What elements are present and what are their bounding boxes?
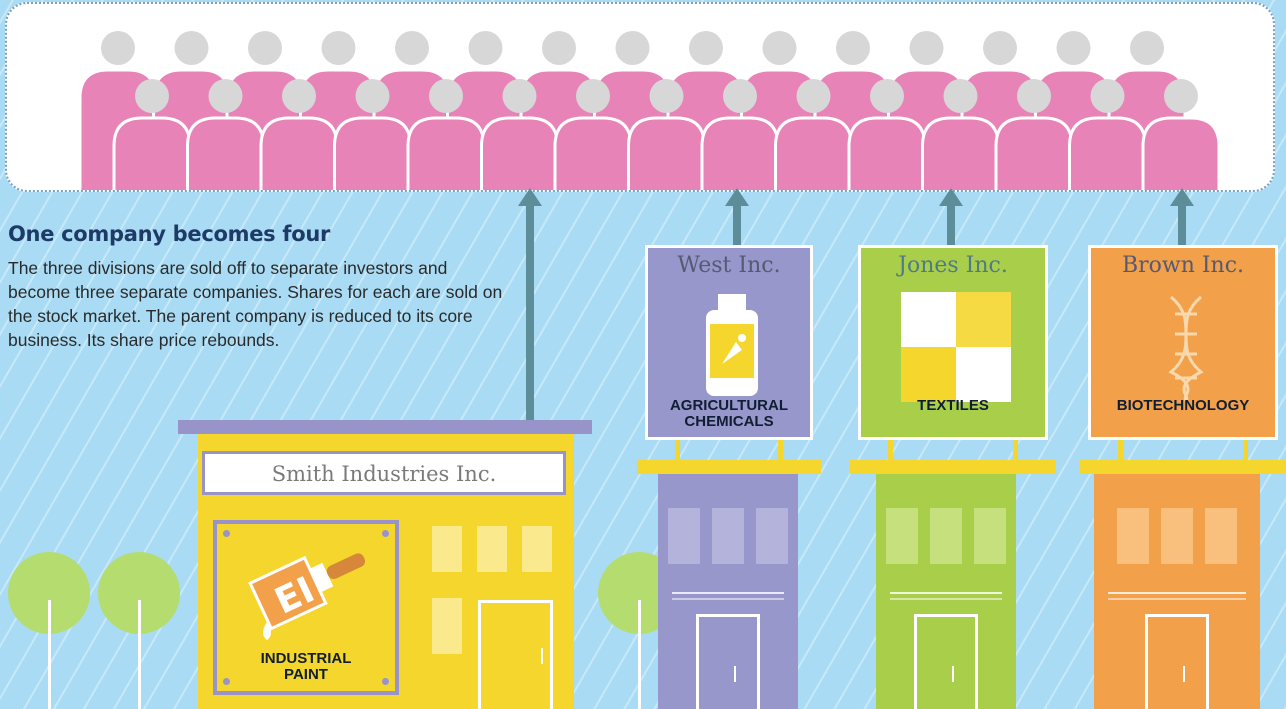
description: The three divisions are sold off to sepa… bbox=[8, 258, 503, 350]
industrial-paint-label: INDUSTRIAL PAINT bbox=[260, 650, 352, 683]
investor-figure bbox=[847, 79, 927, 190]
investor-figure bbox=[112, 79, 192, 190]
smith-name: Smith Industries Inc. bbox=[271, 462, 497, 486]
investor-figure bbox=[994, 79, 1074, 190]
investor-figure bbox=[480, 79, 559, 190]
investor-figure bbox=[1141, 79, 1221, 190]
division-label: TEXTILES bbox=[917, 397, 989, 414]
sign-west-inc: West Inc. AGRICULTURAL CHEMICALS bbox=[645, 245, 813, 440]
investor-figure bbox=[259, 79, 339, 190]
chemical-bottle-icon bbox=[702, 292, 762, 406]
building bbox=[1094, 474, 1260, 709]
company-name: Jones Inc. bbox=[898, 253, 1008, 278]
sign-brown-inc: Brown Inc. BIOTECHNOLOGY bbox=[1088, 245, 1278, 440]
door bbox=[1145, 614, 1209, 709]
division-label: AGRICULTURAL CHEMICALS bbox=[669, 397, 789, 430]
company-name: Brown Inc. bbox=[1121, 253, 1245, 278]
industrial-paint-sign: EI INDUSTRIAL PAINT bbox=[213, 520, 399, 695]
paintbrush-icon: EI bbox=[248, 553, 366, 640]
fabric-swatch-icon bbox=[901, 292, 1011, 406]
building bbox=[876, 474, 1016, 709]
company-name: West Inc. bbox=[677, 253, 781, 278]
sign-jones-inc: Jones Inc. TEXTILES bbox=[858, 245, 1048, 440]
investor-figure bbox=[1068, 79, 1147, 190]
division-label: BIOTECHNOLOGY bbox=[1116, 397, 1250, 414]
door bbox=[696, 614, 760, 709]
heading: One company becomes four bbox=[8, 222, 331, 246]
investor-figure bbox=[627, 79, 706, 190]
investor-figure bbox=[553, 79, 633, 190]
dna-helix-icon bbox=[1161, 292, 1211, 406]
investors-figures bbox=[78, 31, 1221, 190]
investors-crowd bbox=[5, 2, 1275, 192]
building bbox=[658, 474, 798, 709]
door bbox=[914, 614, 978, 709]
